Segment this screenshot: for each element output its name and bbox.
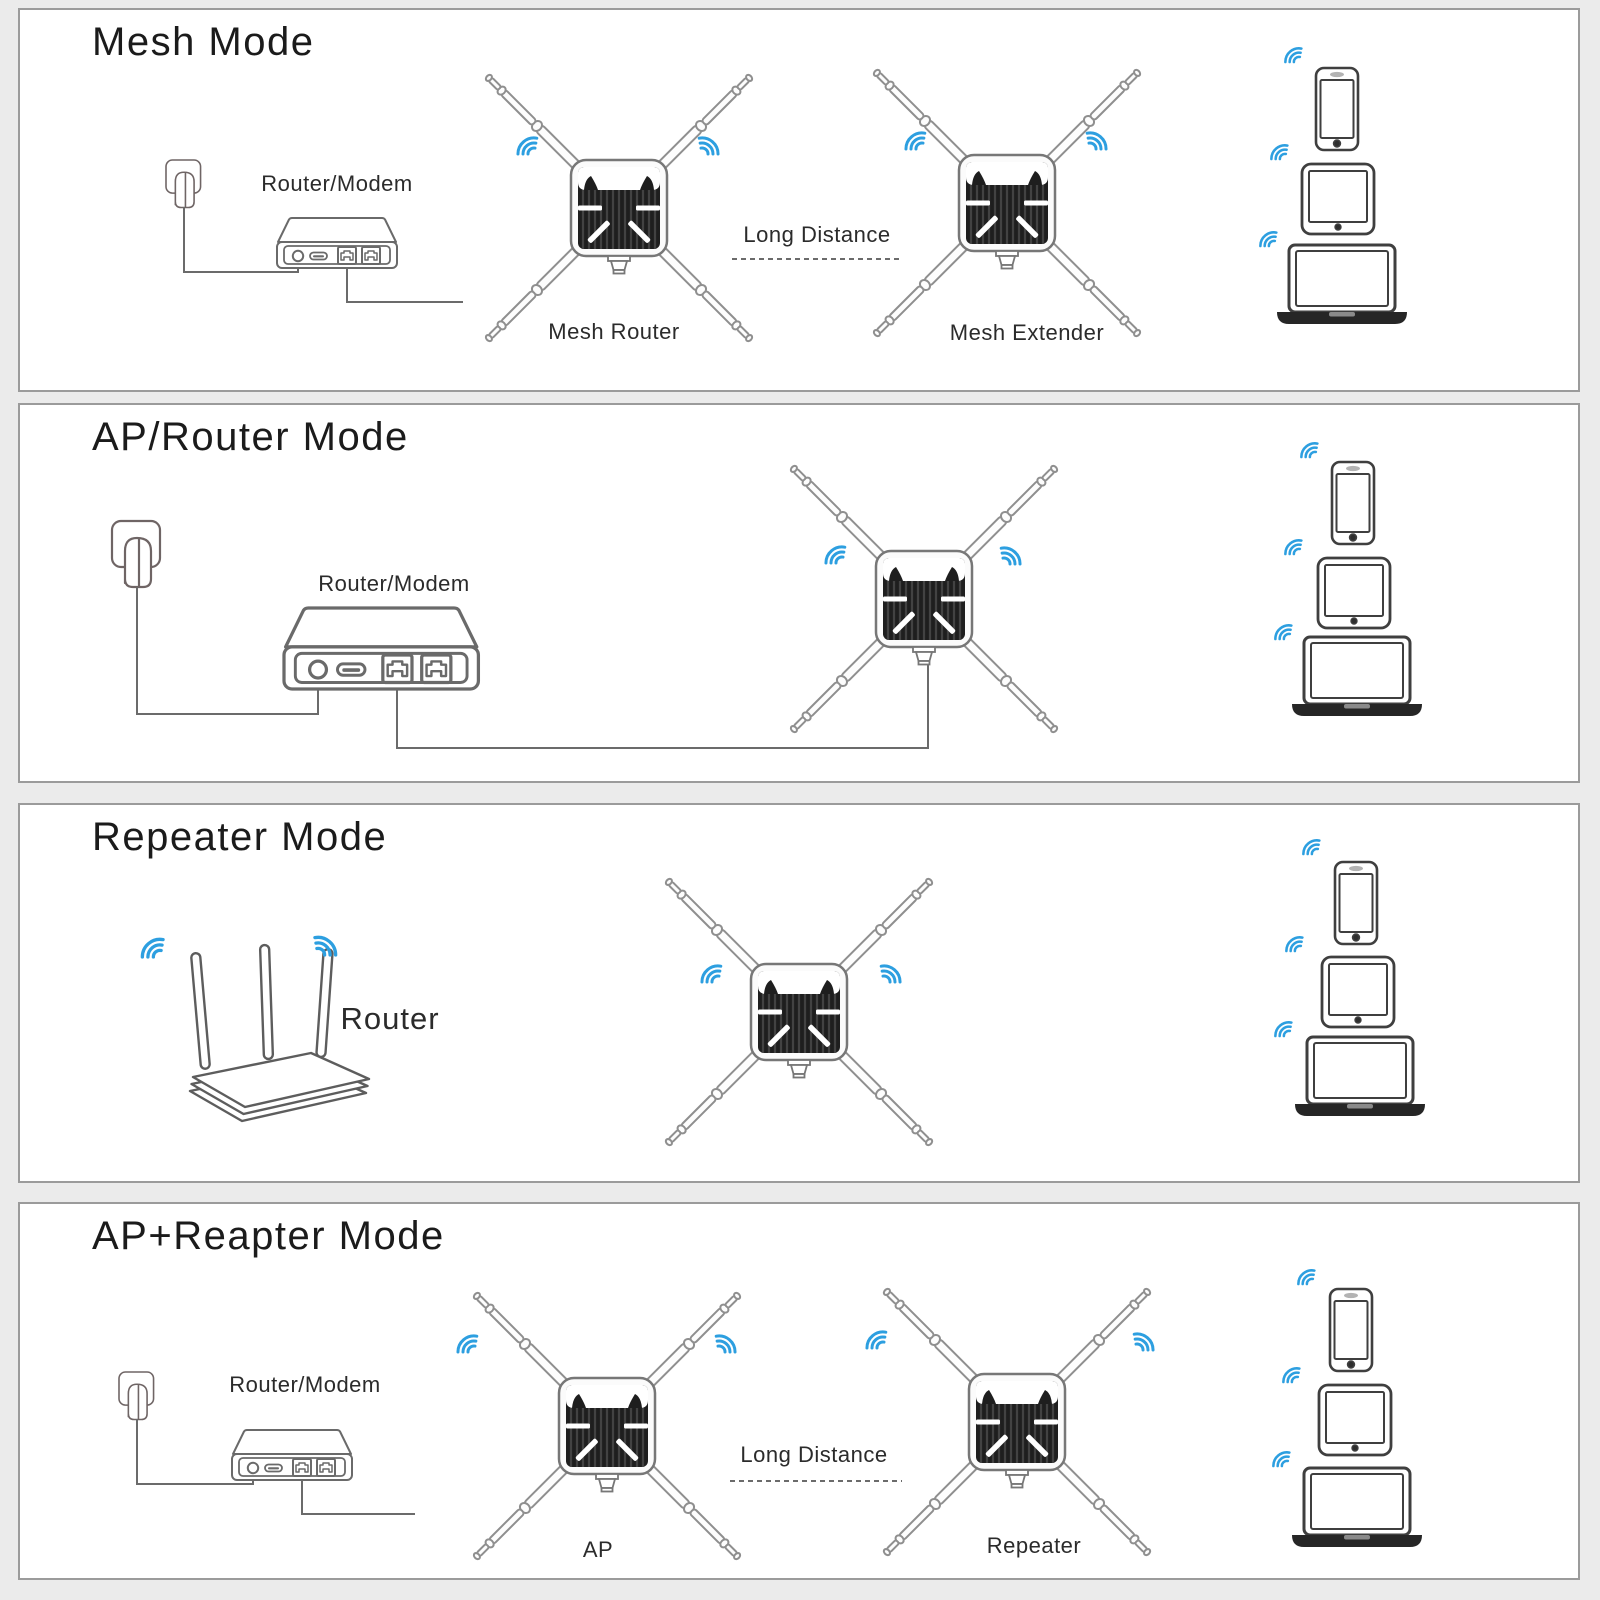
panel-title: AP+Reapter Mode bbox=[92, 1214, 445, 1258]
wifi-signal-icon bbox=[1081, 127, 1112, 156]
repeater-device bbox=[663, 876, 935, 1148]
wifi-signal-icon bbox=[861, 1326, 892, 1355]
mesh-router-device bbox=[483, 72, 755, 344]
wifi-signal-icon bbox=[1293, 1265, 1320, 1290]
wifi-signal-icon bbox=[452, 1330, 483, 1359]
ap-router-mode-diagram: Router/Modem bbox=[110, 438, 1424, 749]
ap-repeater-mode-diagram: Router/Modem AP Long Distance Repeater bbox=[118, 1265, 1424, 1578]
wifi-signal-icon bbox=[900, 127, 931, 156]
router-modem-icon bbox=[276, 217, 398, 269]
modem-label: Router/Modem bbox=[318, 571, 470, 596]
wifi-signal-icon bbox=[1296, 438, 1323, 463]
power-cable bbox=[136, 587, 319, 715]
panel-ap-repeater-mode: AP+Reapter Mode Router/Modem AP Long Dis… bbox=[18, 1202, 1580, 1580]
panel-repeater-mode: Repeater Mode Router bbox=[18, 803, 1580, 1183]
device-label: Mesh Extender bbox=[950, 320, 1104, 345]
router-modem-icon bbox=[282, 606, 481, 691]
wifi-signal-icon bbox=[820, 541, 851, 570]
wifi-signal-icon bbox=[308, 931, 342, 963]
laptop-icon bbox=[1275, 243, 1409, 326]
ethernet-cable bbox=[396, 665, 929, 749]
phone-icon bbox=[1330, 460, 1376, 546]
tablet-icon bbox=[1300, 162, 1376, 236]
wifi-signal-icon bbox=[1128, 1328, 1159, 1357]
wifi-signal-icon bbox=[1270, 620, 1297, 645]
laptop-icon bbox=[1290, 1466, 1424, 1549]
outdoor-ap-device bbox=[788, 463, 1060, 735]
mesh-mode-diagram: Router/Modem Mesh Router Long Distance M… bbox=[165, 43, 1409, 390]
device-label: Repeater bbox=[987, 1533, 1082, 1558]
wifi-signal-icon bbox=[1266, 140, 1293, 165]
distance-label: Long Distance bbox=[743, 222, 890, 247]
ethernet-cable bbox=[301, 1480, 415, 1515]
wifi-signal-icon bbox=[1280, 43, 1307, 68]
panel-mesh-mode: Mesh Mode Router/Modem Mesh Router Long … bbox=[18, 8, 1580, 392]
mesh-extender-device bbox=[871, 67, 1143, 339]
repeater-mode-diagram: Router bbox=[136, 835, 1427, 1181]
modem-label: Router/Modem bbox=[261, 171, 413, 196]
tablet-icon bbox=[1316, 556, 1392, 630]
wifi-signal-icon bbox=[710, 1330, 741, 1359]
phone-icon bbox=[1328, 1287, 1374, 1373]
wifi-signal-icon bbox=[1270, 1017, 1297, 1042]
device-label: AP bbox=[583, 1537, 613, 1562]
phone-icon bbox=[1333, 860, 1379, 946]
ethernet-cable bbox=[346, 268, 463, 303]
repeater-device bbox=[881, 1286, 1153, 1558]
panel-ap-router-mode: AP/Router Mode Router/Modem bbox=[18, 403, 1580, 783]
wifi-signal-icon bbox=[1298, 835, 1325, 860]
wifi-signal-icon bbox=[995, 542, 1026, 571]
laptop-icon bbox=[1290, 635, 1424, 718]
device-label: Mesh Router bbox=[548, 319, 679, 344]
panel-title: Mesh Mode bbox=[92, 20, 315, 64]
wifi-signal-icon bbox=[1268, 1447, 1295, 1472]
modem-label: Router/Modem bbox=[229, 1372, 381, 1397]
wifi-signal-icon bbox=[693, 132, 724, 161]
phone-icon bbox=[1314, 66, 1360, 152]
power-plug-icon bbox=[110, 519, 162, 589]
laptop-icon bbox=[1293, 1035, 1427, 1118]
wifi-signal-icon bbox=[1280, 535, 1307, 560]
wifi-signal-icon bbox=[1281, 932, 1308, 957]
ap-device bbox=[471, 1290, 743, 1562]
wifi-signal-icon bbox=[1255, 227, 1282, 252]
distance-label: Long Distance bbox=[740, 1442, 887, 1467]
router-modem-icon bbox=[231, 1429, 353, 1481]
router-label: Router bbox=[340, 1001, 439, 1036]
wifi-signal-icon bbox=[696, 960, 727, 989]
panel-title: Repeater Mode bbox=[92, 815, 388, 859]
wifi-signal-icon bbox=[512, 132, 543, 161]
wifi-signal-icon bbox=[1278, 1363, 1305, 1388]
power-plug-icon bbox=[165, 159, 202, 209]
tablet-icon bbox=[1317, 1383, 1393, 1457]
tablet-icon bbox=[1320, 955, 1396, 1029]
wifi-signal-icon bbox=[136, 933, 170, 965]
panel-title: AP/Router Mode bbox=[92, 415, 409, 459]
wifi-signal-icon bbox=[875, 960, 906, 989]
power-plug-icon bbox=[118, 1371, 155, 1421]
